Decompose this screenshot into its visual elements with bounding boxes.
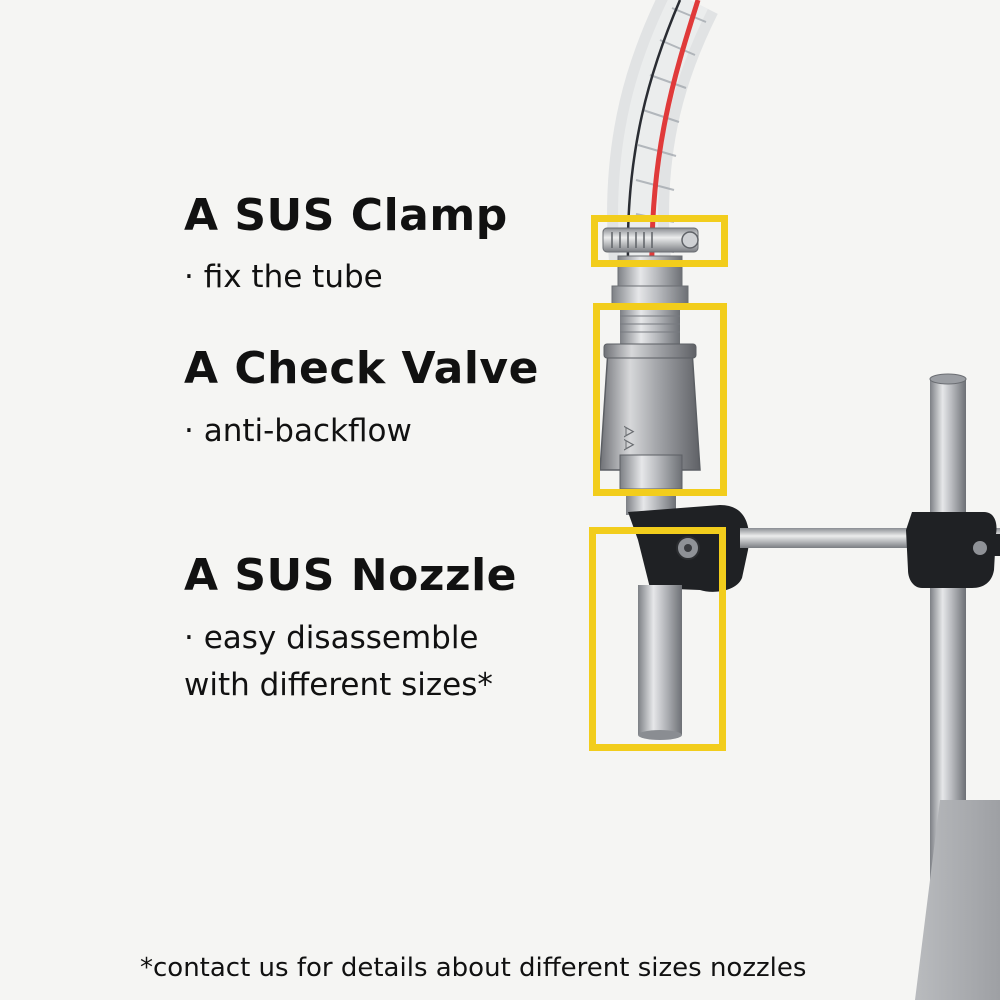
- nozzle-bullet-line-2: with different sizes*: [184, 667, 493, 703]
- clamp-highlight-box: [591, 215, 728, 267]
- check-valve-title: A Check Valve: [184, 343, 539, 394]
- nozzle-bullet-line-1: · easy disassemble: [184, 620, 479, 656]
- svg-text:ᗋᗋ: ᗋᗋ: [620, 425, 636, 451]
- clamp-bullet: · fix the tube: [184, 259, 383, 295]
- nozzle-highlight-box: [589, 527, 726, 751]
- nozzle-title: A SUS Nozzle: [184, 550, 517, 601]
- footnote: *contact us for details about different …: [140, 953, 807, 983]
- check-valve-highlight-box: [593, 303, 727, 496]
- check-valve-bullet: · anti-backflow: [184, 413, 412, 449]
- clamp-title: A SUS Clamp: [184, 190, 508, 241]
